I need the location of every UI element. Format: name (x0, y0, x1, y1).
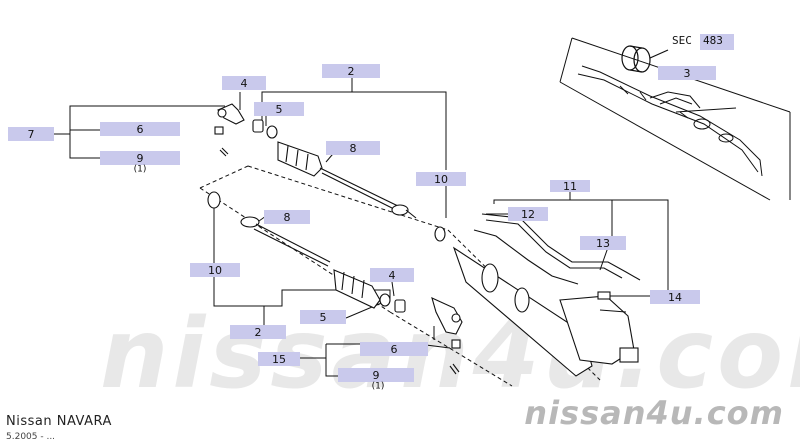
callout-4-top-box[interactable] (222, 76, 266, 90)
callouts: 2 3 4 5 6 7 8 9 (1) 10 11 12 8 (8, 64, 716, 392)
inner-tie-rod-bottom (240, 216, 331, 267)
callout-7: 7 (28, 128, 35, 141)
clamp-right (434, 226, 446, 242)
production-date: 5.2005 - ... (6, 432, 56, 442)
callout-5-top: 5 (276, 103, 283, 116)
tie-rod-end-top (214, 103, 245, 157)
callout-8-left: 8 (284, 211, 291, 224)
sec-ref-prefix: SEC (672, 34, 692, 47)
callout-4-top: 4 (241, 77, 248, 90)
boot-top (277, 141, 323, 177)
callout-9-bottom: 9 (373, 369, 380, 382)
callout-11-box[interactable] (550, 180, 590, 192)
tie-rod-end-bottom (431, 297, 463, 375)
callout-9-top-box[interactable] (100, 151, 180, 165)
brand-logo-text: nissan4u.com (524, 394, 784, 432)
callout-5-bottom: 5 (320, 311, 327, 324)
clamp-bottom (379, 293, 391, 307)
callout-9-bottom-box[interactable] (338, 368, 414, 382)
clamp-top (266, 125, 278, 139)
callout-2-bottom-box[interactable] (230, 325, 286, 339)
callout-7-box[interactable] (8, 127, 54, 141)
nut-top (252, 119, 264, 133)
callout-12: 12 (521, 208, 535, 221)
callout-6-top-box[interactable] (100, 122, 180, 136)
callout-6-bottom-box[interactable] (360, 342, 428, 356)
callout-9-top-qty: (1) (134, 165, 147, 175)
nut-bottom (394, 299, 406, 313)
clamp-left (207, 191, 221, 209)
callout-6-top: 6 (137, 123, 144, 136)
callout-2-bottom: 2 (255, 326, 262, 339)
callout-10-left: 10 (208, 264, 222, 277)
steering-gear-housing (452, 246, 639, 377)
callout-11: 11 (563, 180, 577, 193)
callout-14-box[interactable] (650, 290, 700, 304)
callout-8-top: 8 (350, 142, 357, 155)
callout-5-top-box[interactable] (254, 102, 304, 116)
callout-5-bottom-box[interactable] (300, 310, 346, 324)
callout-10-left-box[interactable] (190, 263, 240, 277)
callout-2-top-box[interactable] (322, 64, 380, 78)
sec-ref-highlight (700, 34, 734, 50)
sec-ref-number: 483 (703, 34, 723, 47)
callout-13: 13 (596, 237, 610, 250)
callout-4-bottom-box[interactable] (370, 268, 414, 282)
callout-14: 14 (668, 291, 682, 304)
callout-3: 3 (684, 67, 691, 80)
callout-8-top-box[interactable] (326, 141, 380, 155)
callout-12-box[interactable] (508, 207, 548, 221)
callout-15: 15 (272, 353, 286, 366)
callout-3-box[interactable] (658, 66, 716, 80)
callout-10-right: 10 (434, 173, 448, 186)
inset-box (559, 37, 791, 201)
callout-2-top: 2 (348, 65, 355, 78)
callout-13-box[interactable] (580, 236, 626, 250)
callout-9-bottom-qty: (1) (372, 382, 385, 392)
callout-4-bottom: 4 (389, 269, 396, 282)
callout-8-left-box[interactable] (264, 210, 310, 224)
callout-6-bottom: 6 (391, 343, 398, 356)
callout-10-right-box[interactable] (416, 172, 466, 186)
callout-9-top: 9 (137, 152, 144, 165)
pipe-fitting (597, 291, 611, 300)
boot-bottom (333, 269, 381, 309)
inner-tie-rod-top (319, 167, 417, 219)
inset-boot-part (621, 45, 669, 73)
vehicle-model: Nissan NAVARA (6, 414, 112, 429)
inset-rack-assembly (577, 65, 763, 177)
callout-15-box[interactable] (258, 352, 300, 366)
